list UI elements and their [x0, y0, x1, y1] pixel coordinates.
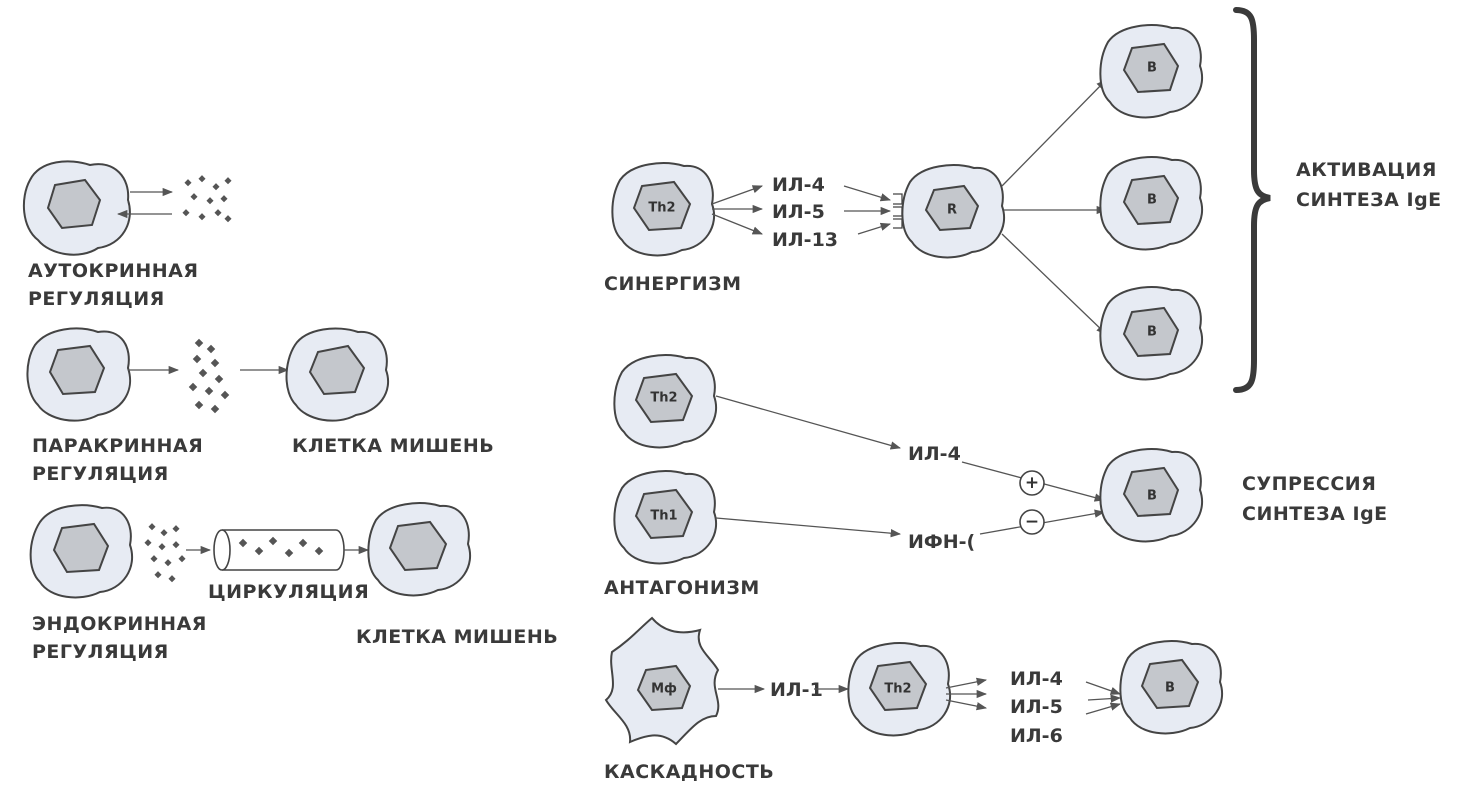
synergism-receptor-arrow-1: [843, 185, 891, 202]
autocrine-molecules: [182, 175, 232, 223]
circulation-label: ЦИРКУЛЯЦИЯ: [208, 581, 369, 603]
plus-sign: +: [1019, 470, 1045, 496]
synergism-arrow-b1: [1001, 79, 1107, 187]
synergism-signal-il4: ИЛ-4: [772, 174, 825, 196]
paracrine-target-cell: [285, 327, 389, 422]
autocrine-label-1: АУТОКРИННАЯ: [28, 260, 198, 282]
paracrine-source-cell: [26, 327, 131, 422]
activation-label-1: АКТИВАЦИЯ: [1296, 159, 1437, 181]
antagonism-signal-ifn: ИФН-(: [908, 531, 975, 553]
endocrine-molecules: [144, 523, 186, 583]
synergism-b-cell-3: B: [1099, 286, 1203, 381]
cascade-arrow-il4: [945, 677, 988, 689]
activation-brace: [1233, 7, 1271, 393]
synergism-arrow-b3: [1001, 233, 1107, 335]
antagonism-th1-cell: Th1: [613, 470, 717, 565]
cascade-signal-il5: ИЛ-5: [1010, 696, 1063, 718]
antagonism-th2-cell: Th2: [613, 354, 717, 449]
suppression-label-1: СУПРЕССИЯ: [1242, 473, 1376, 495]
svg-text:+: +: [1025, 473, 1039, 493]
synergism-title: СИНЕРГИЗМ: [604, 273, 742, 295]
activation-label-2: СИНТЕЗА IgE: [1296, 189, 1442, 211]
antagonism-arrow-il4: [715, 395, 902, 450]
antagonism-th2-label: Th2: [650, 391, 677, 406]
synergism-b-cell-2: B: [1099, 156, 1203, 251]
cascade-th2-cell: Th2: [847, 642, 951, 737]
cascade-arrow-il6: [945, 699, 988, 711]
endocrine-label-2: РЕГУЛЯЦИЯ: [32, 641, 169, 663]
antagonism-arrow-ifn: [715, 517, 902, 538]
synergism-r-label: R: [947, 203, 957, 218]
receptor-brackets: [893, 193, 903, 229]
synergism-arrow-il13: [711, 213, 763, 235]
endocrine-label-1: ЭНДОКРИННАЯ: [32, 613, 207, 635]
cascade-title: КАСКАДНОСТЬ: [604, 761, 774, 783]
endocrine-source-cell: [29, 504, 133, 599]
cascade-signal-il4: ИЛ-4: [1010, 668, 1063, 690]
autocrine-cell: [22, 160, 131, 256]
paracrine-label-1: ПАРАКРИННАЯ: [32, 435, 203, 457]
synergism-b1-label: B: [1147, 61, 1157, 76]
endocrine-target-label: КЛЕТКА МИШЕНЬ: [356, 626, 558, 648]
cascade-b-cell: B: [1119, 640, 1223, 735]
minus-sign: −: [1019, 509, 1045, 535]
cascade-arrow-b1: [1085, 681, 1121, 695]
macrophage-label: Мф: [651, 682, 677, 697]
antagonism-b-label: B: [1147, 489, 1157, 504]
endocrine-target-cell: [367, 502, 471, 597]
autocrine-label-2: РЕГУЛЯЦИЯ: [28, 288, 165, 310]
antagonism-th1-label: Th1: [650, 509, 677, 524]
synergism-receptor-cell: R: [901, 164, 1005, 259]
macrophage-cell: Мф: [604, 616, 720, 746]
paracrine-label-2: РЕГУЛЯЦИЯ: [32, 463, 169, 485]
cascade-arrow-b2: [1087, 694, 1122, 703]
synergism-b3-label: B: [1147, 325, 1157, 340]
cascade-th2-label: Th2: [884, 682, 911, 697]
antagonism-b-cell: B: [1099, 448, 1203, 543]
synergism-b-cell-1: B: [1099, 24, 1203, 119]
circulation-vessel: [213, 529, 345, 571]
synergism-signal-il13: ИЛ-13: [772, 229, 838, 251]
suppression-label-2: СИНТЕЗА IgE: [1242, 503, 1388, 525]
cascade-signal-il1: ИЛ-1: [770, 679, 823, 701]
paracrine-target-label: КЛЕТКА МИШЕНЬ: [292, 435, 494, 457]
synergism-arrow-il4: [711, 185, 763, 205]
antagonism-title: АНТАГОНИЗМ: [604, 577, 760, 599]
paracrine-molecules: [188, 338, 230, 414]
cascade-signal-il6: ИЛ-6: [1010, 725, 1063, 747]
antagonism-signal-il4: ИЛ-4: [908, 443, 961, 465]
cascade-b-label: B: [1165, 681, 1175, 696]
cascade-arrow-b3: [1085, 702, 1121, 715]
synergism-receptor-arrow-3: [857, 222, 891, 235]
svg-text:−: −: [1025, 512, 1039, 532]
synergism-signal-il5: ИЛ-5: [772, 201, 825, 223]
synergism-b2-label: B: [1147, 193, 1157, 208]
synergism-th2-cell: Th2: [611, 162, 715, 257]
synergism-th2-label: Th2: [648, 201, 675, 216]
